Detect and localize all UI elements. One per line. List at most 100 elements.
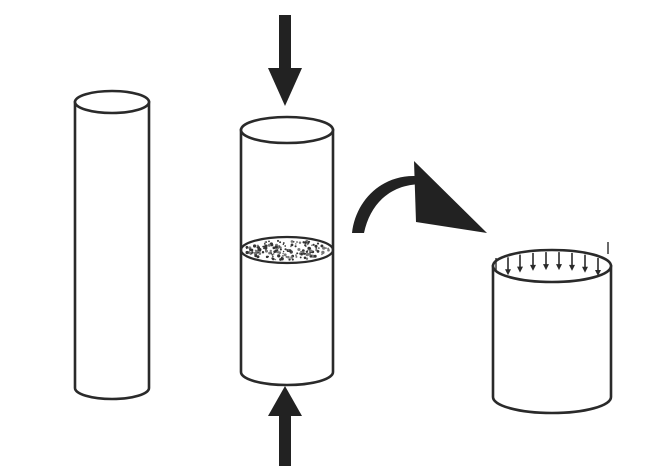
compressed-cylinder	[239, 115, 335, 387]
speckle	[313, 254, 317, 258]
speckle	[316, 249, 320, 253]
speckle	[300, 252, 303, 256]
speckle	[321, 253, 323, 256]
speckle	[290, 256, 293, 259]
speckle	[314, 244, 318, 248]
speckle	[252, 244, 257, 248]
speckle	[251, 251, 254, 254]
speckle	[270, 243, 274, 247]
speckle	[286, 256, 289, 258]
tall-cylinder-body	[73, 100, 151, 401]
speckle	[272, 252, 275, 255]
speckle	[316, 242, 320, 245]
speckle	[297, 247, 301, 252]
rim-arrow-head-icon	[582, 266, 588, 273]
speckle	[274, 245, 278, 249]
bottom-force-arrow-icon	[268, 386, 302, 466]
speckle	[263, 243, 266, 245]
speckle	[288, 258, 291, 261]
rim-arrow-head-icon	[543, 264, 549, 271]
speckle	[290, 243, 294, 247]
short-cylinder	[491, 242, 613, 415]
speckle	[284, 245, 287, 247]
speckle	[276, 239, 280, 242]
tall-cylinder	[73, 89, 151, 401]
speckle	[289, 249, 291, 251]
speckle	[279, 248, 282, 251]
speckle	[278, 251, 282, 255]
rupture-texture	[245, 239, 330, 261]
speckle	[283, 253, 287, 257]
rim-arrow-head-icon	[517, 266, 523, 273]
short-cylinder-body	[491, 264, 613, 415]
speckle	[296, 241, 298, 243]
speckle	[282, 242, 285, 244]
speckle	[261, 251, 265, 254]
speckle	[263, 247, 265, 250]
curved-arrow-icon	[352, 161, 487, 233]
speckle	[267, 243, 271, 247]
speckle	[265, 249, 268, 253]
speckle	[287, 248, 290, 251]
speckle	[274, 258, 277, 261]
speckle	[264, 246, 268, 250]
speckle	[307, 240, 311, 243]
speckle	[321, 250, 325, 255]
speckle	[300, 251, 302, 253]
speckle	[256, 255, 260, 259]
speckle	[304, 241, 307, 244]
speckle	[327, 247, 330, 250]
top-force-arrow-icon	[268, 15, 302, 106]
speckle	[280, 256, 283, 259]
speckle	[282, 243, 285, 246]
tall-cylinder-top	[73, 89, 151, 115]
speckle	[295, 243, 297, 245]
speckle	[285, 248, 287, 251]
speckle	[302, 252, 306, 255]
speckle	[294, 245, 297, 248]
speckle	[273, 250, 276, 253]
speckle	[268, 240, 270, 243]
speckle	[271, 253, 273, 256]
rupture-plane	[239, 235, 335, 265]
rim-arrows	[495, 242, 609, 276]
speckle	[305, 257, 309, 260]
speckle	[298, 241, 302, 245]
speckle	[264, 241, 267, 244]
speckle	[308, 252, 311, 256]
rim-arrow-head-icon	[505, 269, 511, 276]
speckle	[310, 249, 313, 253]
speckle	[317, 247, 320, 250]
speckle	[269, 249, 272, 253]
speckle	[265, 255, 269, 259]
speckle	[258, 252, 262, 255]
speckle	[303, 256, 307, 260]
speckle	[277, 254, 281, 258]
speckle	[320, 244, 324, 248]
speckle	[305, 250, 309, 253]
speckle	[258, 248, 262, 252]
speckle	[309, 255, 313, 258]
speckle	[262, 245, 264, 248]
speckle	[306, 243, 309, 246]
speckle	[307, 246, 311, 250]
speckle	[246, 247, 248, 250]
speckle	[282, 250, 285, 253]
rim-arrow-head-icon	[595, 270, 601, 276]
speckle	[279, 241, 282, 244]
rim-arrow-head-icon	[569, 264, 575, 271]
short-cylinder-top	[491, 248, 613, 284]
speckle	[265, 244, 268, 247]
speckle	[272, 255, 274, 258]
speckle	[324, 247, 327, 250]
speckle	[295, 255, 298, 258]
speckle	[279, 258, 282, 261]
speckle	[311, 244, 313, 247]
speckle	[327, 248, 330, 252]
speckle	[304, 244, 307, 247]
speckle	[282, 252, 284, 255]
speckle	[281, 258, 284, 261]
rim-arrow-head-icon	[530, 264, 536, 271]
rim-arrow-head-icon	[556, 264, 562, 271]
